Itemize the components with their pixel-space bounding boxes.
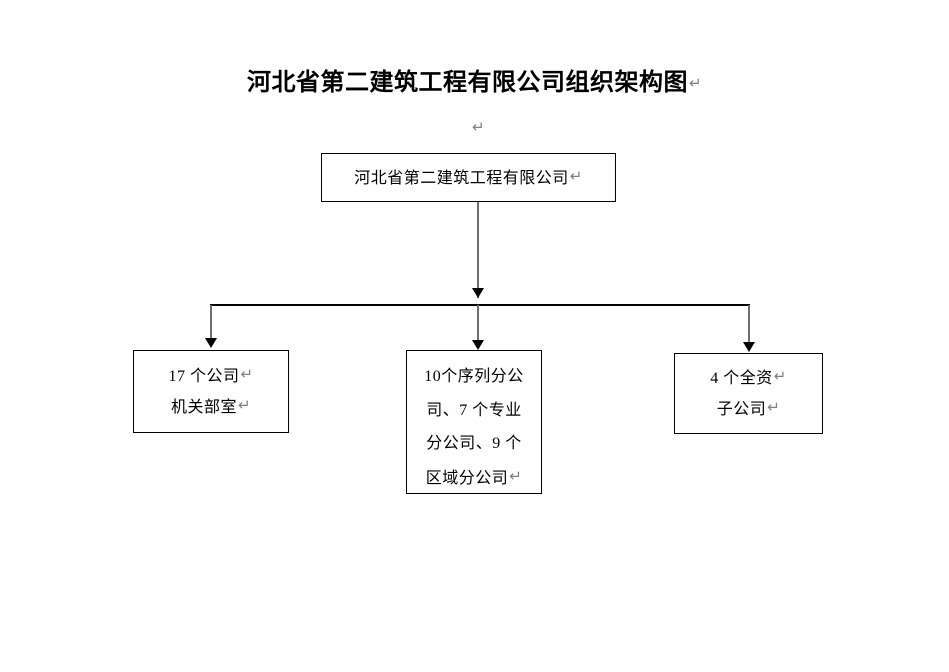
arrowhead-icon (472, 288, 484, 298)
connector-drop-middle (477, 305, 479, 342)
paragraph-mark-icon: ↵ (237, 395, 252, 414)
connector-drop-left (210, 305, 212, 340)
org-node-line: 分公司、9 个 (426, 427, 522, 461)
org-node-departments[interactable]: 17 个公司↵ 机关部室↵ (133, 350, 289, 433)
org-node-root-line: 河北省第二建筑工程有限公司↵ (354, 167, 583, 188)
paragraph-mark-icon: ↵ (688, 74, 703, 92)
org-node-line: 4 个全资↵ (710, 363, 787, 394)
connector-root-stem (477, 202, 479, 298)
paragraph-mark-icon: ↵ (569, 166, 583, 185)
paragraph-mark-icon: ↵ (773, 366, 787, 385)
org-node-text: 10个序列分公 (424, 368, 524, 385)
org-node-line: 区域分公司↵ (426, 461, 523, 496)
connector-horizontal-bar (210, 304, 750, 306)
org-node-text: 司、7 个专业 (426, 401, 522, 419)
paragraph-mark-icon: ↵ (472, 118, 485, 136)
page-title-text: 河北省第二建筑工程有限公司组织架构图 (246, 69, 688, 96)
org-node-line: 司、7 个专业 (426, 394, 522, 428)
org-node-text: 4 个全资 (710, 369, 773, 387)
org-node-text: 17 个公司 (168, 367, 240, 385)
org-node-line: 子公司↵ (717, 394, 781, 425)
arrowhead-icon (743, 342, 755, 352)
org-node-line: 10个序列分公 (424, 360, 524, 394)
org-node-branches[interactable]: 10个序列分公 司、7 个专业 分公司、9 个 区域分公司↵ (406, 350, 542, 494)
org-node-root-text: 河北省第二建筑工程有限公司 (354, 169, 569, 187)
org-node-line: 17 个公司↵ (168, 361, 253, 392)
org-node-text: 分公司、9 个 (426, 435, 522, 453)
org-node-text: 机关部室 (170, 398, 237, 416)
paragraph-mark-icon: ↵ (240, 364, 254, 383)
arrowhead-icon (205, 338, 217, 348)
connector-drop-right (748, 305, 750, 344)
org-node-text: 子公司 (716, 400, 767, 418)
page-title: 河北省第二建筑工程有限公司组织架构图↵ (0, 62, 949, 97)
paragraph-mark-icon: ↵ (767, 397, 781, 416)
paragraph-mark-icon: ↵ (509, 466, 523, 485)
org-node-subsidiaries[interactable]: 4 个全资↵ 子公司↵ (674, 353, 823, 434)
org-node-line: 机关部室↵ (171, 392, 251, 423)
org-node-root[interactable]: 河北省第二建筑工程有限公司↵ (321, 153, 616, 202)
arrowhead-icon (472, 340, 484, 350)
org-node-text: 区域分公司 (425, 469, 509, 487)
